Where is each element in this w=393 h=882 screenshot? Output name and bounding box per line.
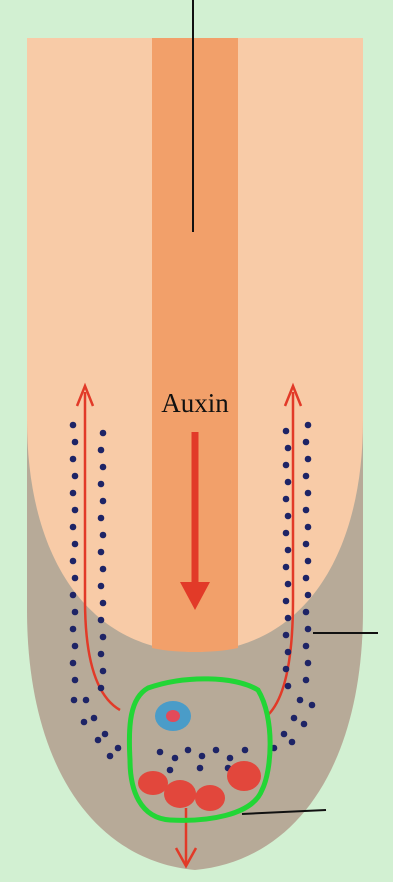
statolith-dot-icon	[72, 575, 79, 582]
statolith-dot-icon	[242, 747, 249, 754]
statolith-dot-icon	[98, 549, 105, 556]
statolith-dot-icon	[303, 541, 310, 548]
statolith-dot-icon	[283, 564, 290, 571]
statolith-dot-icon	[100, 566, 107, 573]
statolith-dot-icon	[100, 532, 107, 539]
statolith-dot-icon	[70, 456, 77, 463]
statolith-dot-icon	[100, 600, 107, 607]
statolith-dot-icon	[98, 481, 105, 488]
statolith-dot-icon	[91, 715, 98, 722]
statolith-dot-icon	[305, 422, 312, 429]
statolith-dot-icon	[100, 464, 107, 471]
statolith-dot-icon	[72, 439, 79, 446]
statolith-dot-icon	[305, 592, 312, 599]
statolith-dot-icon	[72, 609, 79, 616]
amyloplast-4	[227, 761, 261, 791]
statolith-dot-icon	[70, 524, 77, 531]
statolith-dot-icon	[72, 507, 79, 514]
statolith-dot-icon	[199, 753, 206, 760]
statolith-dot-icon	[98, 447, 105, 454]
statolith-dot-icon	[98, 651, 105, 658]
statolith-dot-icon	[285, 649, 292, 656]
statolith-dot-icon	[291, 715, 298, 722]
statolith-dot-icon	[172, 755, 179, 762]
statolith-dot-icon	[303, 677, 310, 684]
statolith-dot-icon	[303, 643, 310, 650]
statolith-dot-icon	[95, 737, 102, 744]
amyloplast-3	[195, 785, 225, 811]
amyloplast-1	[138, 771, 168, 795]
statolith-dot-icon	[227, 755, 234, 762]
statolith-dot-icon	[213, 747, 220, 754]
statolith-dot-icon	[305, 558, 312, 565]
auxin-label: Auxin	[161, 388, 229, 418]
statolith-dot-icon	[72, 541, 79, 548]
statolith-dot-icon	[72, 677, 79, 684]
statolith-dot-icon	[303, 609, 310, 616]
statolith-dot-icon	[285, 547, 292, 554]
statolith-dot-icon	[70, 558, 77, 565]
statolith-dot-icon	[283, 496, 290, 503]
statolith-dot-icon	[289, 739, 296, 746]
statolith-dot-icon	[98, 515, 105, 522]
statolith-dot-icon	[70, 592, 77, 599]
statolith-dot-icon	[83, 697, 90, 704]
statolith-dot-icon	[102, 731, 109, 738]
statolith-dot-icon	[70, 490, 77, 497]
statolith-dot-icon	[100, 668, 107, 675]
statolith-dot-icon	[98, 617, 105, 624]
statolith-dot-icon	[281, 731, 288, 738]
statolith-dot-icon	[100, 430, 107, 437]
nucleus-icon	[155, 701, 191, 731]
statolith-dot-icon	[285, 513, 292, 520]
statolith-dot-icon	[98, 583, 105, 590]
statolith-dot-icon	[283, 598, 290, 605]
statolith-dot-icon	[305, 660, 312, 667]
statolith-dot-icon	[285, 479, 292, 486]
statolith-dot-icon	[303, 439, 310, 446]
statolith-dot-icon	[285, 615, 292, 622]
statolith-dot-icon	[303, 507, 310, 514]
statolith-dot-icon	[305, 524, 312, 531]
statolith-dot-icon	[285, 683, 292, 690]
statolith-dot-icon	[81, 719, 88, 726]
statolith-dot-icon	[72, 473, 79, 480]
statolith-dot-icon	[100, 634, 107, 641]
statolith-dot-icon	[70, 660, 77, 667]
statolith-dot-icon	[309, 702, 316, 709]
statolith-dot-icon	[197, 765, 204, 772]
statolith-dot-icon	[70, 422, 77, 429]
statolith-dot-icon	[283, 530, 290, 537]
statolith-dot-icon	[72, 643, 79, 650]
statolith-dot-icon	[283, 632, 290, 639]
statolith-dot-icon	[70, 626, 77, 633]
statolith-dot-icon	[297, 697, 304, 704]
statolith-dot-icon	[305, 626, 312, 633]
statolith-dot-icon	[71, 697, 78, 704]
statolith-dot-icon	[285, 445, 292, 452]
statolith-dot-icon	[157, 749, 164, 756]
statolith-dot-icon	[107, 753, 114, 760]
statolith-dot-icon	[285, 581, 292, 588]
statolith-dot-icon	[283, 462, 290, 469]
statolith-dot-icon	[301, 721, 308, 728]
statolith-dot-icon	[283, 666, 290, 673]
statolith-dot-icon	[283, 428, 290, 435]
statolith-dot-icon	[305, 456, 312, 463]
statolith-dot-icon	[305, 490, 312, 497]
statolith-dot-icon	[100, 498, 107, 505]
amyloplast-2	[164, 780, 196, 808]
statolith-dot-icon	[303, 575, 310, 582]
statolith-dot-icon	[185, 747, 192, 754]
statolith-dot-icon	[115, 745, 122, 752]
statolith-dot-icon	[167, 767, 174, 774]
statolith-dot-icon	[303, 473, 310, 480]
statolith-dot-icon	[98, 685, 105, 692]
